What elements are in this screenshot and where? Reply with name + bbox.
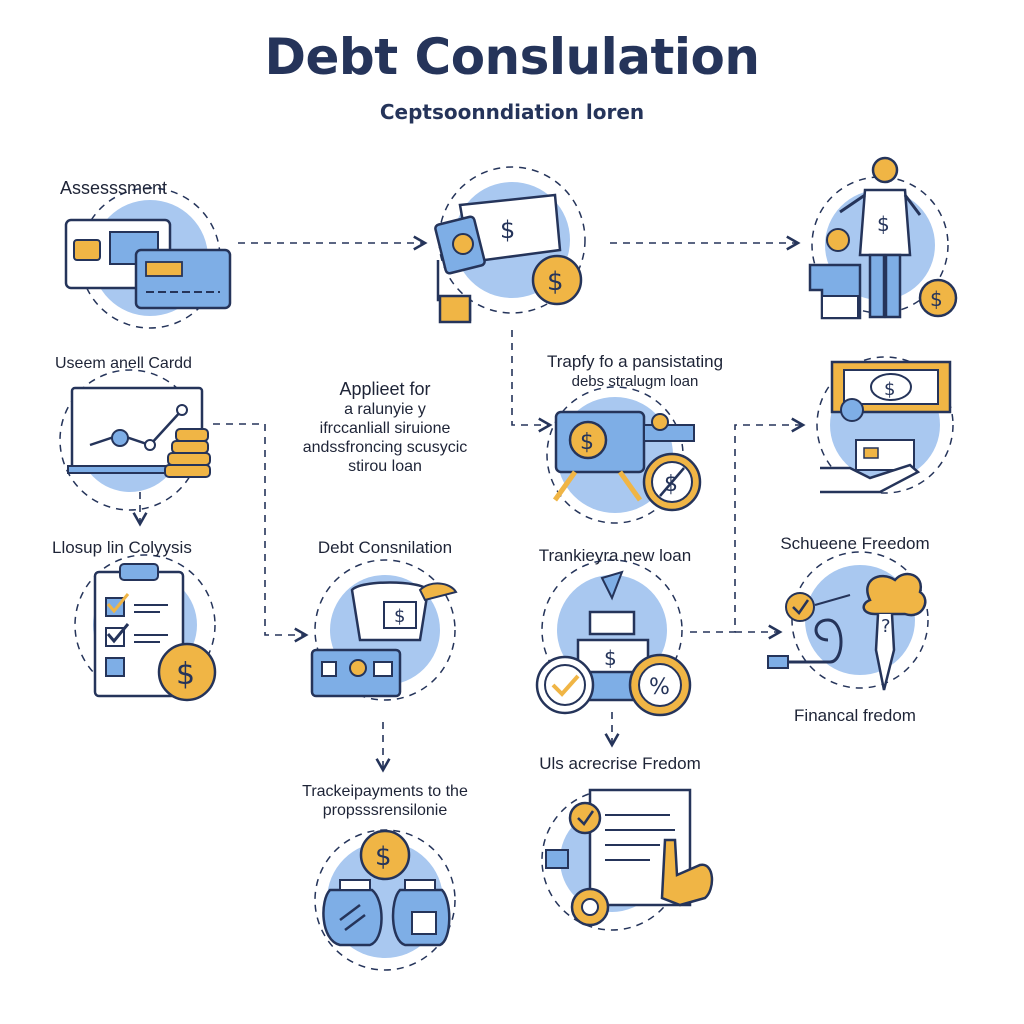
credit-card-icon <box>64 187 232 329</box>
label-lookup: Llosup lin Colyysis <box>52 538 192 557</box>
loan-machine-icon: $ % <box>535 559 692 717</box>
page-title: Debt Conslulation <box>264 28 760 86</box>
cash-hand-icon: $ $ <box>434 166 586 324</box>
banknote-hand-icon: $ <box>816 356 954 494</box>
label-trapfy-line: Trapfy fo a pansistating <box>546 352 724 371</box>
label-used-card: Useem anell Cardd <box>55 355 192 372</box>
person-money-icon: $ $ <box>808 156 958 320</box>
svg-text:$: $ <box>884 379 895 400</box>
svg-text:$: $ <box>394 606 405 627</box>
money-machine-icon: $ $ <box>546 386 702 524</box>
label-trapfy-line: debs stralugm loan <box>571 373 699 390</box>
money-bags-icon: $ <box>314 829 456 971</box>
svg-text:$: $ <box>176 657 195 692</box>
label-applied-line: andssfroncing scusycic <box>302 439 468 456</box>
arrow-chart-to-pot <box>213 423 309 643</box>
label-applied-line: Applieet for <box>339 379 431 399</box>
idea-tree-icon: ? <box>767 551 929 691</box>
label-applied: Applieet for a ralunyie y ifrccanliall s… <box>270 378 500 476</box>
svg-text:$: $ <box>877 212 890 236</box>
label-applied-line: a ralunyie y <box>344 401 426 418</box>
connector-arrows <box>132 235 806 773</box>
label-track-line: Trackeipayments to the <box>302 783 468 800</box>
svg-text:$: $ <box>604 646 617 670</box>
pot-icon: $ <box>310 559 458 701</box>
svg-text:$: $ <box>500 216 515 244</box>
arrow-cash-to-machine <box>511 330 553 433</box>
label-applied-line: stirou loan <box>348 458 422 475</box>
svg-text:$: $ <box>375 842 392 872</box>
chart-board-icon <box>59 369 211 511</box>
svg-text:$: $ <box>580 430 594 455</box>
svg-text:$: $ <box>547 267 564 297</box>
arrow-loan-to-banknote <box>690 417 806 633</box>
label-assessment: Assesssment <box>60 178 168 198</box>
page-subtitle: Ceptsoonndiation loren <box>379 100 645 124</box>
svg-text:$: $ <box>930 287 943 311</box>
document-hand-icon <box>541 788 714 931</box>
label-debt-consolidation: Debt Consnilation <box>317 538 453 557</box>
label-track-line: propsssrensilonie <box>322 802 448 819</box>
label-financial: Financal fredom <box>794 706 916 725</box>
checklist-icon: $ <box>74 554 217 702</box>
label-uls: Uls acrecrise Fredom <box>539 754 701 773</box>
svg-text:?: ? <box>881 616 891 637</box>
label-transfer: Trankieyra new loan <box>538 546 692 565</box>
label-applied-line: ifrccanliall siruione <box>319 420 451 437</box>
label-schedule: Schueene Freedom <box>780 534 930 553</box>
svg-text:%: % <box>649 675 670 700</box>
label-track: Trackeipayments to the propsssrensilonie <box>255 782 515 820</box>
label-trapfy: Trapfy fo a pansistating debs stralugm l… <box>510 352 760 392</box>
